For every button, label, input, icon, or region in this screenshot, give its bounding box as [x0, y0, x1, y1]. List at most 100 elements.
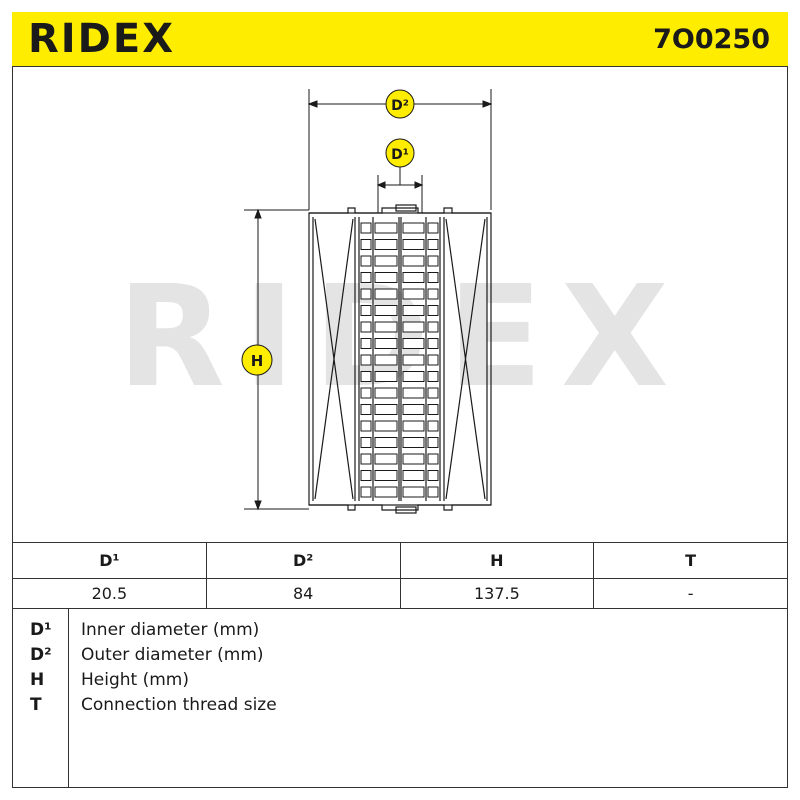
perforation-slot — [402, 272, 425, 283]
perforation-slot — [427, 255, 439, 267]
perforation-slot — [402, 420, 425, 432]
perforation-slot — [427, 437, 439, 448]
perforation-slot — [360, 255, 372, 267]
perforation-slot — [402, 239, 425, 250]
legend-description: Inner diameter (mm) — [81, 620, 260, 640]
table-value-h: 137.5 — [399, 578, 595, 609]
perforation-slot — [427, 272, 439, 283]
perforation-slot — [402, 288, 425, 300]
perforation-slot — [427, 288, 439, 300]
center-tube-perforations — [360, 222, 439, 498]
perforation-slot — [427, 420, 439, 432]
perforation-slot — [402, 222, 425, 234]
perforation-slot — [427, 305, 439, 316]
table-value-d2: 84 — [205, 578, 401, 609]
perforation-slot — [427, 321, 439, 333]
legend-description: Outer diameter (mm) — [81, 645, 264, 665]
table-header-t: T — [593, 542, 788, 579]
perforation-slot — [374, 338, 398, 349]
perforation-slot — [374, 305, 398, 316]
perforation-slot — [402, 321, 425, 333]
perforation-slot — [360, 486, 372, 498]
perforation-slot — [402, 470, 425, 481]
table-value-d1: 20.5 — [12, 578, 207, 609]
perforation-slot — [360, 470, 372, 481]
spec-table-header-row: D¹ D² H T — [12, 542, 788, 579]
perforation-slot — [374, 321, 398, 333]
perforation-slot — [374, 371, 398, 382]
perforation-slot — [427, 338, 439, 349]
perforation-slot — [402, 486, 425, 498]
d1-label: D¹ — [391, 147, 409, 163]
h-label: H — [251, 352, 264, 370]
perforation-slot — [374, 420, 398, 432]
perforation-slot — [402, 387, 425, 399]
perforation-slot — [427, 404, 439, 415]
perforation-slot — [360, 453, 372, 465]
spec-table-value-row: 20.5 84 137.5 - — [12, 578, 788, 609]
d1-dimension — [376, 167, 424, 213]
table-value-t: - — [593, 578, 788, 609]
header-bar: RIDEX 7O0250 — [12, 12, 788, 67]
perforation-slot — [402, 354, 425, 366]
perforation-slot — [374, 404, 398, 415]
perforation-slot — [427, 486, 439, 498]
perforation-slot — [402, 305, 425, 316]
d2-label-badge: D² — [385, 89, 415, 119]
spec-table: D¹ D² H T 20.5 84 137.5 - — [12, 542, 788, 609]
perforation-slot — [360, 354, 372, 366]
perforation-slot — [374, 486, 398, 498]
perforation-slot — [402, 338, 425, 349]
perforation-slot — [374, 470, 398, 481]
perforation-slot — [360, 371, 372, 382]
perforation-slot — [427, 470, 439, 481]
legend-symbol: T — [30, 695, 42, 715]
perforation-slot — [360, 288, 372, 300]
legend: D¹ Inner diameter (mm) D² Outer diameter… — [12, 608, 788, 788]
legend-symbol: D¹ — [30, 620, 52, 640]
perforation-slot — [374, 437, 398, 448]
perforation-slot — [402, 437, 425, 448]
table-header-d1: D¹ — [12, 542, 207, 579]
perforation-slot — [374, 272, 398, 283]
h-label-badge: H — [241, 344, 273, 376]
perforation-slot — [374, 222, 398, 234]
perforation-slot — [427, 354, 439, 366]
perforation-slot — [374, 239, 398, 250]
perforation-slot — [374, 255, 398, 267]
perforation-slot — [402, 371, 425, 382]
legend-description: Connection thread size — [81, 695, 277, 715]
perforation-slot — [360, 404, 372, 415]
legend-description: Height (mm) — [81, 670, 189, 690]
table-header-d2: D² — [205, 542, 401, 579]
filter-drawing-svg: RIDEX D² — [117, 89, 669, 514]
table-header-h: H — [399, 542, 595, 579]
perforation-slot — [427, 453, 439, 465]
perforation-slot — [374, 288, 398, 300]
perforation-slot — [360, 437, 372, 448]
perforation-slot — [360, 272, 372, 283]
legend-symbol: H — [30, 670, 45, 690]
perforation-slot — [427, 222, 439, 234]
perforation-slot — [402, 453, 425, 465]
perforation-slot — [427, 239, 439, 250]
perforation-slot — [360, 338, 372, 349]
legend-divider — [68, 608, 69, 788]
filter-element — [308, 204, 492, 514]
perforation-slot — [427, 387, 439, 399]
legend-symbol: D² — [30, 645, 52, 665]
technical-drawing: RIDEX D² — [12, 67, 788, 542]
perforation-slot — [402, 255, 425, 267]
d1-label-badge: D¹ — [385, 138, 415, 168]
perforation-slot — [360, 222, 372, 234]
d2-label: D² — [391, 98, 409, 114]
perforation-slot — [360, 239, 372, 250]
perforation-slot — [374, 387, 398, 399]
perforation-slot — [360, 420, 372, 432]
part-number: 7O0250 — [653, 24, 770, 55]
perforation-slot — [402, 404, 425, 415]
perforation-slot — [374, 453, 398, 465]
brand-logo: RIDEX — [28, 16, 176, 62]
perforation-slot — [360, 305, 372, 316]
perforation-slot — [427, 371, 439, 382]
